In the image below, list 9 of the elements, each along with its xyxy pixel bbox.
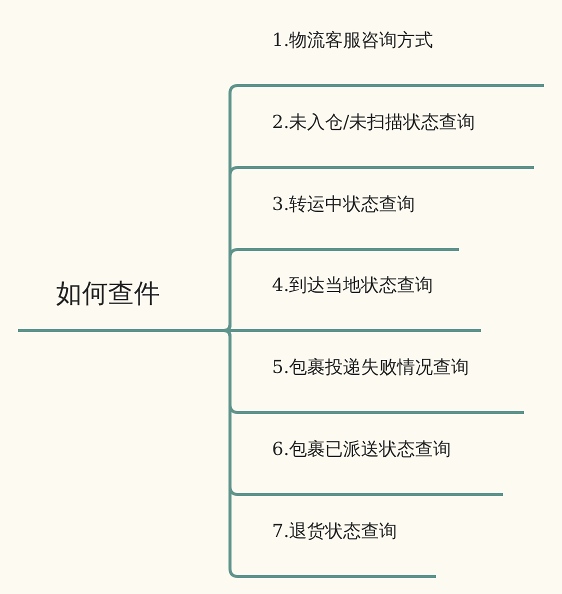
topic-text: 7.退货状态查询 (272, 520, 398, 543)
topic-text: 2.未入仓/未扫描状态查询 (272, 111, 476, 134)
topic-text: 3.转运中状态查询 (272, 193, 416, 216)
branch-line (218, 329, 256, 578)
topic-text: 6.包裹已派送状态查询 (272, 438, 452, 461)
topic-text: 5.包裹投递失败情况查询 (272, 356, 470, 379)
topic-text: 4.到达当地状态查询 (272, 274, 434, 297)
topic-text: 如何查件 (56, 278, 160, 311)
topic-text: 1.物流客服咨询方式 (272, 29, 434, 52)
